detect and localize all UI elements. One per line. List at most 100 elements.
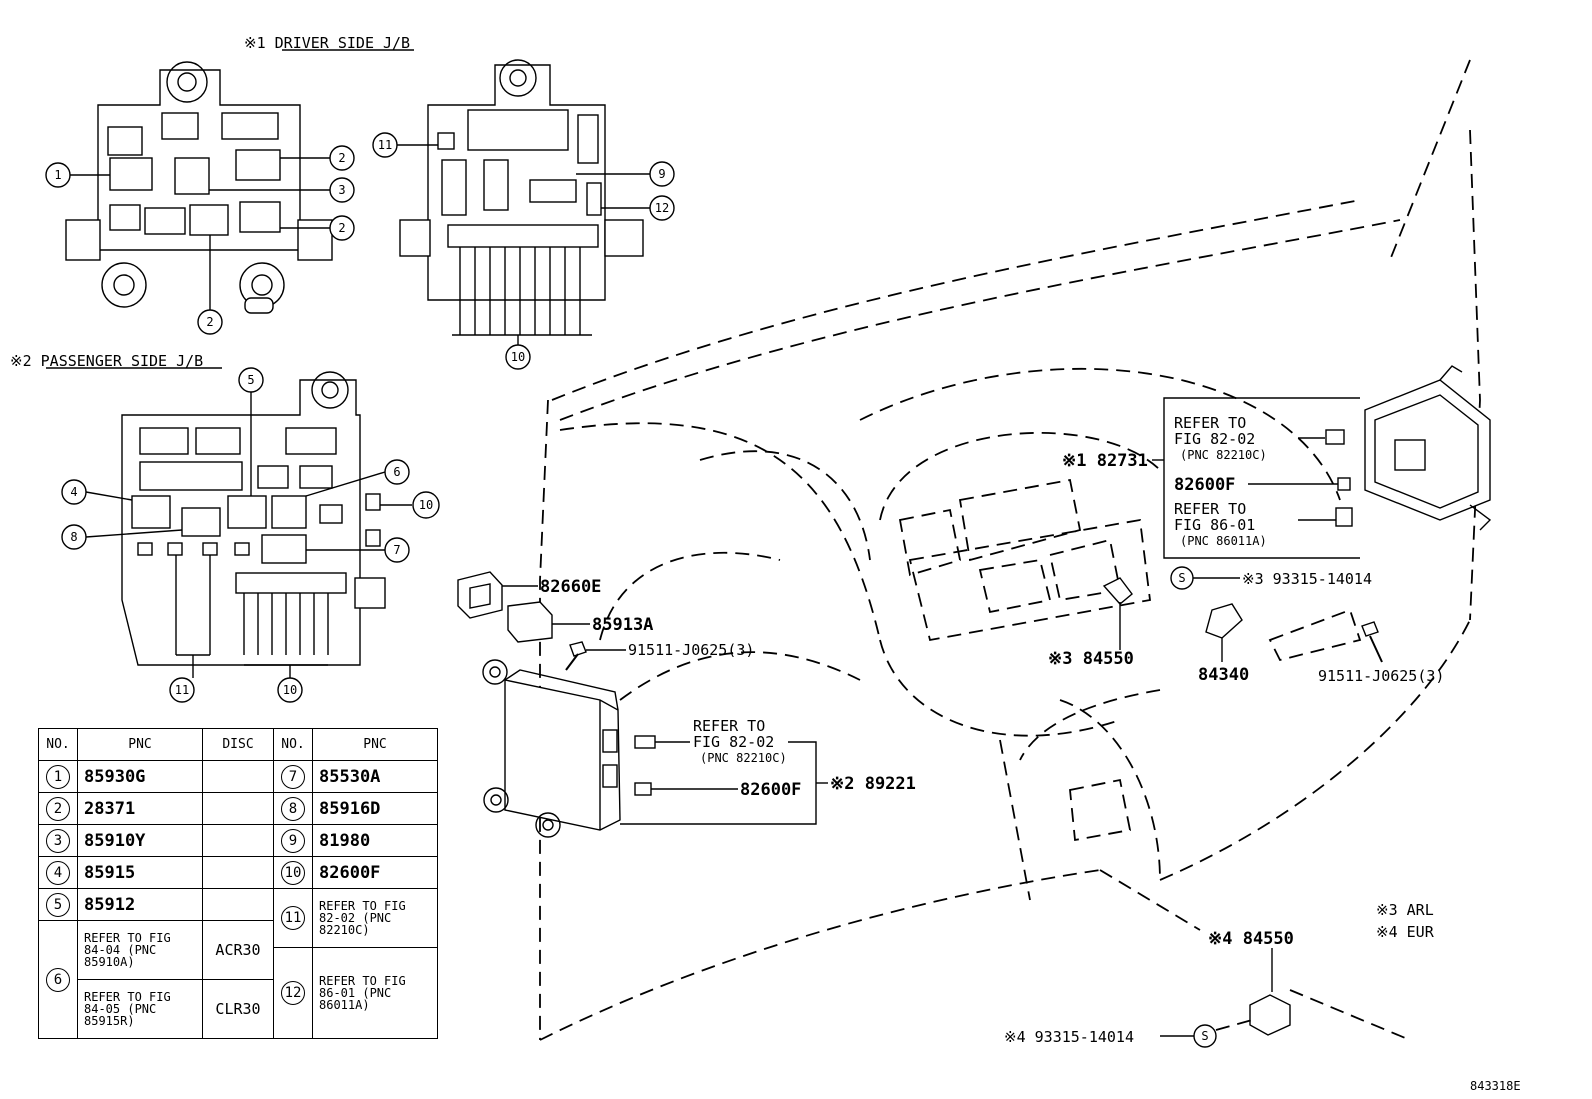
- svg-text:S: S: [1178, 571, 1185, 585]
- bracket-89221: ※2 89221: [620, 741, 916, 825]
- svg-text:2: 2: [206, 315, 213, 329]
- row-pnc-left: 85915: [77, 856, 203, 889]
- header-no-right: NO.: [273, 728, 313, 761]
- header-no-left: NO.: [38, 728, 78, 761]
- svg-text:9: 9: [658, 167, 665, 181]
- row-disc: [202, 760, 274, 793]
- svg-text:FIG 86-01: FIG 86-01: [1174, 516, 1255, 534]
- row-pnc-right: 85530A: [312, 760, 438, 793]
- row-no-left: 4: [46, 860, 70, 885]
- header-pnc-right: PNC: [312, 728, 438, 761]
- svg-text:6: 6: [393, 465, 400, 479]
- part-84550-4: ※4 84550: [1208, 929, 1294, 1036]
- bolt-right: 91511-J0625(3): [1318, 621, 1444, 685]
- driver-jb-title: ※1 DRIVER SIDE J/B: [244, 34, 410, 52]
- row6-pnc-a: REFER TO FIG 84-04 (PNC 85910A): [77, 920, 203, 980]
- bracket-82731: ※1 82731: [1062, 397, 1360, 559]
- callout-5: 5: [238, 367, 264, 496]
- svg-text:REFER TO: REFER TO: [1174, 414, 1246, 432]
- row-pnc-left: 85912: [77, 888, 203, 921]
- row-pnc-right: 85916D: [312, 792, 438, 825]
- passenger-jb-title: ※2 PASSENGER SIDE J/B: [10, 352, 203, 370]
- refer-a-line3: (PNC 82210C): [700, 751, 787, 765]
- row-pnc-left: 85910Y: [77, 824, 203, 857]
- pnc-table: NO. PNC DISC NO. PNC 1 85930G 7 85530A 2…: [38, 728, 438, 1039]
- row-pnc-right: REFER TO FIG 86-01 (PNC 86011A): [312, 947, 438, 1039]
- part-84550-3: ※3 84550: [1048, 577, 1134, 669]
- table-row: 12 REFER TO FIG 86-01 (PNC 86011A): [39, 947, 438, 1039]
- svg-text:S: S: [1201, 1029, 1208, 1043]
- callout-2b: 2: [280, 215, 355, 241]
- svg-text:REFER TO: REFER TO: [1174, 500, 1246, 518]
- row-no-left: 3: [46, 828, 70, 853]
- part-89221-module: [482, 659, 621, 838]
- row-disc: [202, 888, 274, 921]
- svg-text:2: 2: [338, 151, 345, 165]
- callout-10c: 10: [244, 664, 328, 703]
- callout-6: 6: [305, 459, 410, 497]
- svg-text:3: 3: [338, 183, 345, 197]
- refer-a-line2: FIG 82-02: [693, 733, 774, 751]
- connector-82210C-left: REFER TO FIG 82-02 (PNC 82210C): [634, 717, 787, 765]
- callout-2a: 2: [280, 145, 355, 171]
- callout-10b: 10: [380, 491, 440, 519]
- svg-text:82600F: 82600F: [1174, 475, 1235, 495]
- header-disc: DISC: [202, 728, 274, 761]
- callout-1: 1: [45, 162, 110, 188]
- connector-82600F-right: 82600F: [1174, 475, 1351, 495]
- label-82660E: 82660E: [540, 577, 601, 597]
- svg-text:8: 8: [70, 530, 77, 544]
- svg-text:11: 11: [175, 683, 189, 697]
- row-no-right: 10: [281, 860, 305, 885]
- callout-3: 3: [209, 177, 355, 203]
- svg-text:10: 10: [511, 350, 525, 364]
- row-disc: [202, 792, 274, 825]
- row6-disc-a: ACR30: [202, 920, 274, 980]
- label-screw-4: ※4 93315-14014: [1004, 1028, 1134, 1046]
- svg-text:(PNC 86011A): (PNC 86011A): [1180, 534, 1267, 548]
- table-row: 1 85930G 7 85530A: [38, 760, 438, 793]
- refer-86011A: REFER TO FIG 86-01 (PNC 86011A): [1174, 500, 1353, 548]
- callout-10a: 10: [505, 335, 531, 370]
- svg-text:FIG 82-02: FIG 82-02: [1174, 430, 1255, 448]
- label-84550-4: ※4 84550: [1208, 929, 1294, 949]
- table-row: 5 85912 11 REFER TO FIG 82-02 (PNC 82210…: [38, 888, 438, 948]
- svg-text:5: 5: [247, 373, 254, 387]
- callout-12a: 12: [601, 195, 675, 221]
- svg-text:11: 11: [378, 138, 392, 152]
- label-82600F-left: 82600F: [740, 780, 801, 800]
- row-no-left: 5: [46, 892, 70, 917]
- callout-9: 9: [576, 161, 675, 187]
- row-no-left: 6: [46, 967, 70, 992]
- svg-text:2: 2: [338, 221, 345, 235]
- table-header-row: NO. PNC DISC NO. PNC: [38, 728, 438, 761]
- instrument-panel-outline: [539, 59, 1481, 1041]
- label-bolt-left: 91511-J0625(3): [628, 641, 754, 659]
- row-no-right: 12: [281, 981, 305, 1005]
- callout-11a: 11: [372, 132, 438, 158]
- connector-82600F-left: 82600F: [634, 780, 801, 800]
- label-bolt-right: 91511-J0625(3): [1318, 667, 1444, 685]
- part-82660E: 82660E: [457, 571, 601, 619]
- driver-jb-front: [65, 61, 333, 314]
- refer-82210C-right: REFER TO FIG 82-02 (PNC 82210C): [1174, 414, 1345, 462]
- part-82731-jb: [1364, 365, 1492, 531]
- svg-text:1: 1: [54, 168, 61, 182]
- table-row: 2 28371 8 85916D: [38, 792, 438, 825]
- svg-text:7: 7: [393, 543, 400, 557]
- callout-4: 4: [61, 479, 133, 505]
- row-pnc-left: 28371: [77, 792, 203, 825]
- label-84550-3: ※3 84550: [1048, 649, 1134, 669]
- row-no-right: 7: [281, 764, 305, 789]
- legend-arl: ※3 ARL: [1376, 901, 1434, 919]
- row6-disc-b: CLR30: [202, 979, 274, 1039]
- table-row: 3 85910Y 9 81980: [38, 824, 438, 857]
- label-screw-3: ※3 93315-14014: [1242, 570, 1372, 588]
- svg-text:(PNC 82210C): (PNC 82210C): [1180, 448, 1267, 462]
- screw-4: ※4 93315-14014 S: [1004, 1019, 1253, 1048]
- legend-eur: ※4 EUR: [1376, 923, 1435, 941]
- passenger-jb: [121, 371, 386, 666]
- label-85913A: 85913A: [592, 615, 653, 635]
